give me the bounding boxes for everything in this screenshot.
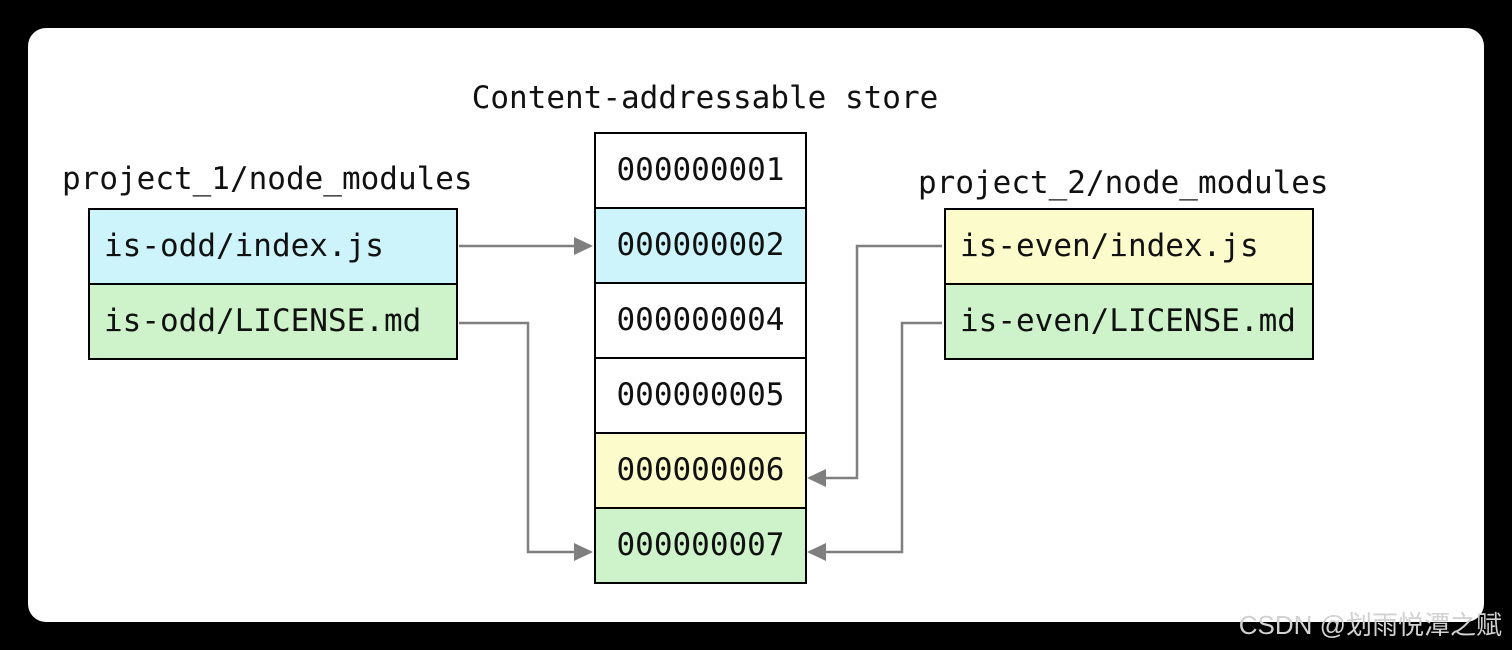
- watermark: CSDN @划雨悦潭之赋: [1238, 610, 1502, 640]
- store-cell-000000005: 000000005: [594, 357, 807, 434]
- store-cell-000000006: 000000006: [594, 432, 807, 509]
- file-box-is-even-license-md: is-even/LICENSE.md: [944, 283, 1314, 360]
- store-cell-000000007: 000000007: [594, 507, 807, 584]
- store-cell-000000002: 000000002: [594, 207, 807, 284]
- file-box-is-odd-index-js: is-odd/index.js: [88, 208, 458, 285]
- project2-label: project_2/node_modules: [918, 165, 1329, 201]
- project1-label: project_1/node_modules: [62, 161, 473, 197]
- file-box-is-odd-license-md: is-odd/LICENSE.md: [88, 283, 458, 360]
- store-cell-000000001: 000000001: [594, 132, 807, 209]
- project2-file-stack: is-even/index.js is-even/LICENSE.md: [944, 208, 1314, 360]
- project1-file-stack: is-odd/index.js is-odd/LICENSE.md: [88, 208, 458, 360]
- diagram-title: Content-addressable store: [471, 80, 939, 116]
- file-box-is-even-index-js: is-even/index.js: [944, 208, 1314, 285]
- store-cell-000000004: 000000004: [594, 282, 807, 359]
- store-column: 000000001 000000002 000000004 000000005 …: [594, 132, 807, 584]
